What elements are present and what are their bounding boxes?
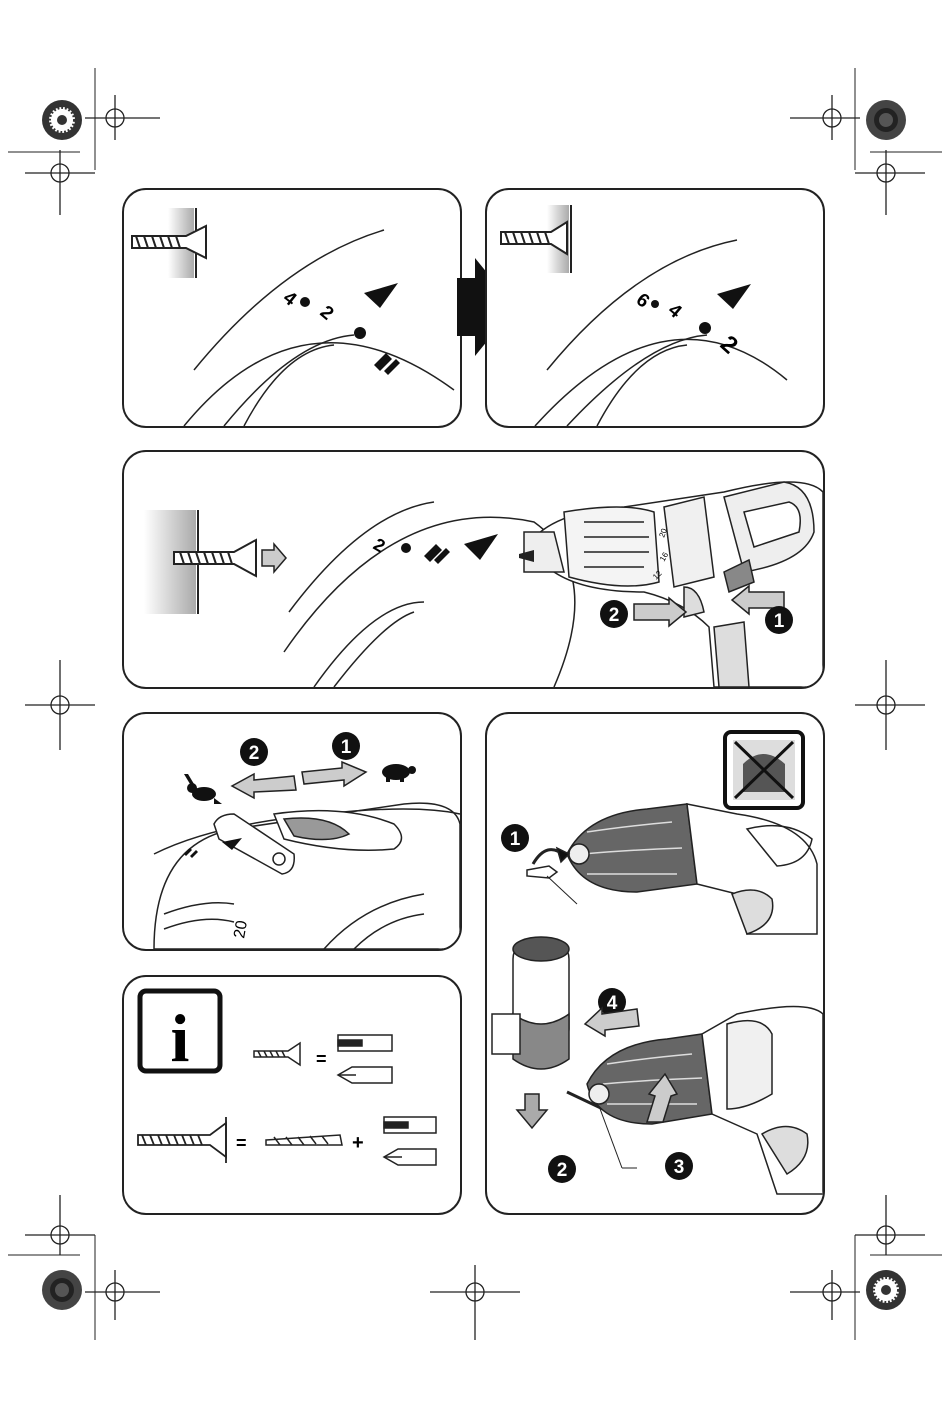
equals-sign: =	[316, 1049, 327, 1069]
large-screw-icon	[138, 1117, 226, 1163]
dial-number: 2	[316, 302, 338, 325]
dial-number: 4	[664, 300, 686, 323]
drill-illustration	[524, 482, 823, 687]
drill-chuck-illustration	[587, 1007, 823, 1195]
dial-pointer-icon	[717, 284, 751, 309]
dial-number: 6	[632, 289, 653, 312]
step-number: 1	[510, 829, 521, 850]
step-number: 3	[674, 1157, 685, 1178]
panel-torque-low-illustration: 4 2	[124, 190, 460, 426]
phillips-bit-icon	[338, 1067, 392, 1083]
dial-number: 2	[370, 534, 389, 556]
panel-torque-high: 6 4 2	[485, 188, 825, 428]
panel-chuck-removal-illustration: 1 4 2	[487, 714, 823, 1213]
panel-drill-mode-illustration: 2 20 16 12 2 1	[124, 452, 823, 687]
step-number: 2	[249, 743, 260, 764]
collar-value: 20	[231, 919, 251, 940]
small-screw-icon	[254, 1043, 300, 1065]
plus-sign: +	[352, 1132, 364, 1154]
dial-number: 2	[715, 330, 743, 359]
left-arrow-icon	[232, 774, 296, 798]
left-hand-screw-icon	[527, 848, 569, 878]
push-arrow-icon	[262, 544, 286, 572]
panel-bit-selection-info: i = = +	[122, 975, 462, 1215]
drill-bit-icon	[266, 1135, 342, 1145]
rabbit-icon	[184, 774, 222, 804]
drill-top-illustration	[154, 803, 460, 949]
panel-gear-selector: 2 1	[122, 712, 462, 951]
phillips-bit-icon	[384, 1149, 436, 1165]
dial-pointer-icon	[464, 534, 498, 560]
panel-bit-selection-illustration: i = = +	[124, 977, 460, 1213]
step-number: 2	[557, 1160, 568, 1181]
drill-mode-icon	[424, 544, 450, 564]
turtle-icon	[382, 764, 416, 782]
step-number: 4	[607, 993, 618, 1014]
drill-chuck-illustration	[567, 804, 817, 934]
step-number: 1	[341, 737, 352, 758]
dial-pointer-icon	[364, 283, 398, 308]
flat-bit-icon	[338, 1035, 392, 1051]
info-glyph: i	[171, 1000, 190, 1076]
flat-bit-icon	[384, 1117, 436, 1133]
step-number: 1	[774, 611, 785, 632]
equals-sign: =	[236, 1133, 247, 1153]
step-number: 2	[609, 605, 620, 626]
panel-drill-mode: 2 20 16 12 2 1	[122, 450, 825, 689]
panel-chuck-removal: 1 4 2	[485, 712, 825, 1215]
right-arrow-icon	[302, 762, 366, 786]
push-arrow-icon	[585, 1008, 639, 1036]
strike-arrow-icon	[517, 1094, 547, 1128]
panel-gear-selector-illustration: 2 1	[124, 714, 460, 949]
dial-number: 4	[279, 287, 301, 310]
hammer-icon	[492, 937, 569, 1069]
panel-torque-high-illustration: 6 4 2	[487, 190, 823, 426]
panel-torque-low: 4 2	[122, 188, 462, 428]
